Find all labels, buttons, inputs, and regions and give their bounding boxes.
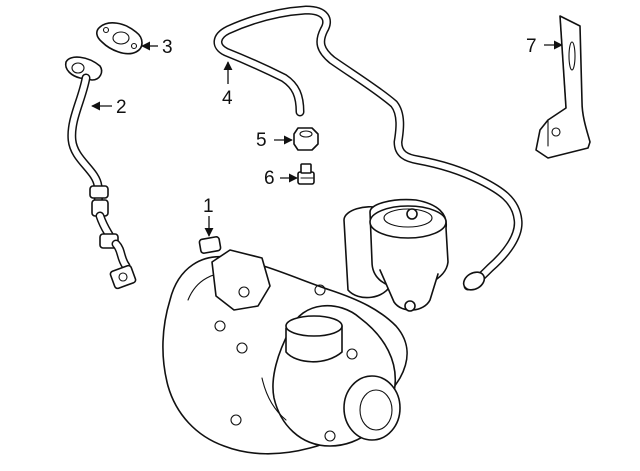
callout-5: 5 (256, 130, 293, 151)
oil-feed-line-part-2[interactable] (64, 56, 137, 290)
callout-6: 6 (264, 168, 298, 189)
callout-label-5: 5 (256, 130, 267, 151)
callout-label-7: 7 (526, 36, 537, 57)
fitting-part-6[interactable] (297, 163, 315, 185)
callout-label-3: 3 (162, 37, 173, 58)
callout-label-6: 6 (264, 168, 275, 189)
callout-3: 3 (141, 37, 173, 58)
turbocharger-part-1[interactable] (162, 198, 449, 455)
callout-4: 4 (222, 61, 233, 109)
oil-return-pipe-part-4[interactable] (213, 5, 523, 293)
gasket-part-3[interactable] (96, 22, 143, 55)
bracket-part-7[interactable] (535, 15, 591, 159)
callout-1: 1 (203, 196, 214, 237)
callout-label-2: 2 (116, 97, 127, 118)
callout-label-4: 4 (222, 88, 233, 109)
callout-2: 2 (91, 97, 127, 118)
nut-part-5[interactable] (293, 127, 319, 151)
callout-label-1: 1 (203, 196, 214, 217)
callout-7: 7 (526, 36, 563, 57)
